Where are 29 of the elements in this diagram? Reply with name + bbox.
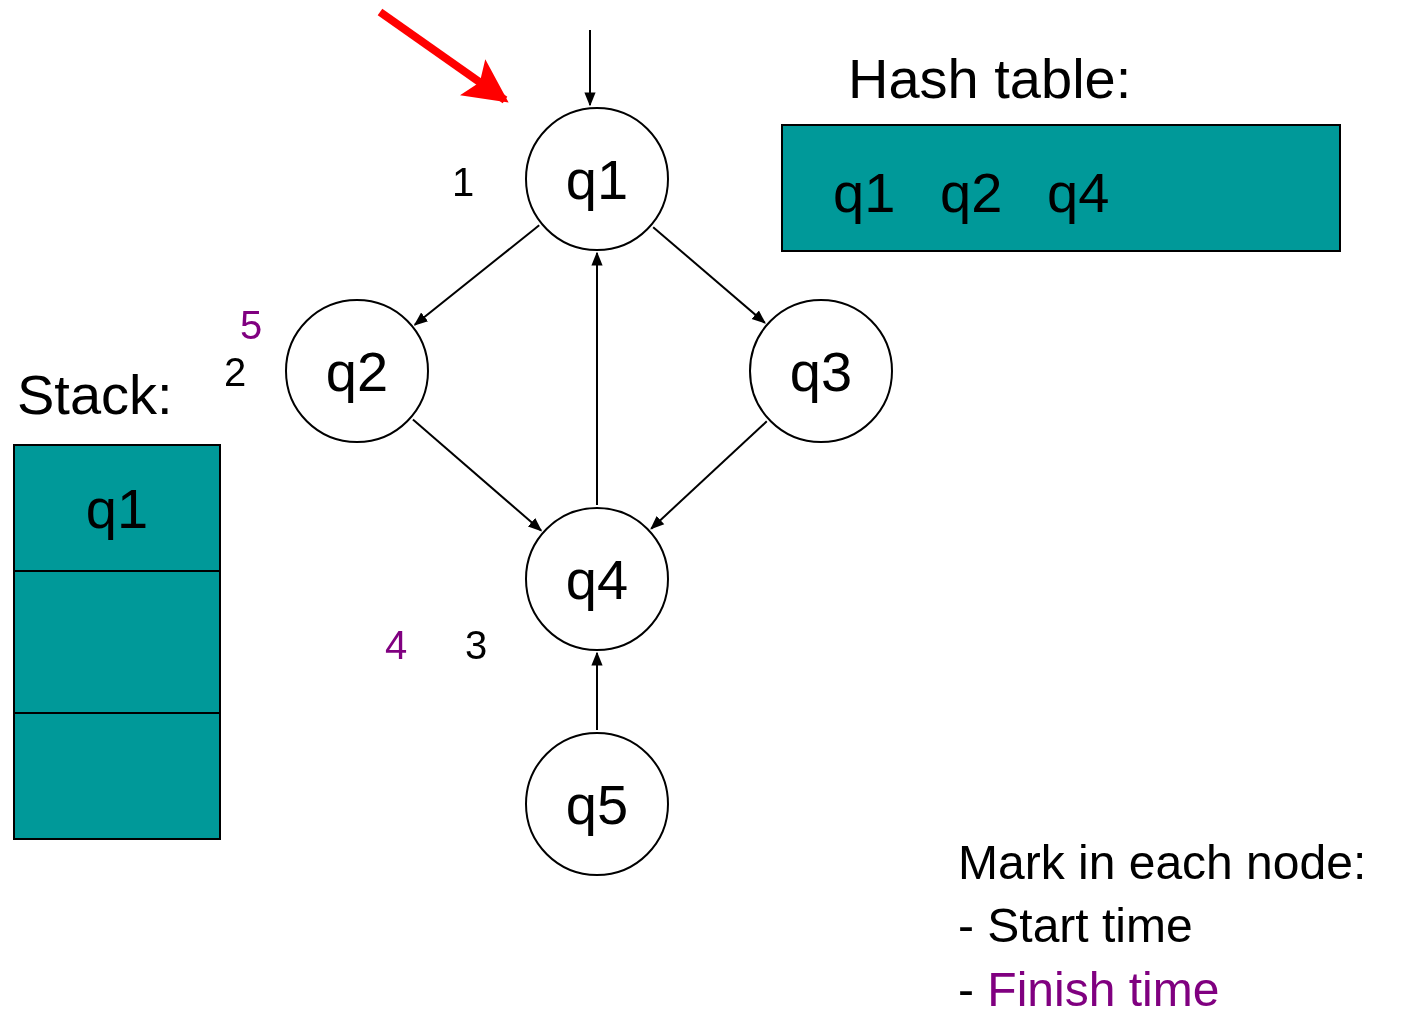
arrow — [591, 651, 603, 731]
table-entry: q1 — [833, 160, 896, 225]
state-circle: q1 — [525, 107, 669, 251]
table-title: Hash table: — [848, 46, 1132, 111]
arrow — [377, 8, 509, 104]
start-time-number: 3 — [465, 625, 488, 665]
note-text: Mark in each node: — [958, 835, 1367, 890]
table-entry: q4 — [1047, 160, 1110, 225]
start-time-number: 2 — [224, 352, 247, 392]
arrow — [650, 420, 768, 530]
finish-time-number: 5 — [240, 305, 263, 345]
note-text: - Finish time — [958, 962, 1220, 1012]
stack-title: Stack: — [17, 362, 173, 427]
table-entry: q2 — [940, 160, 1003, 225]
finish-time-number: 4 — [385, 625, 408, 665]
arrow — [652, 226, 766, 324]
stack-cell: q1 — [13, 444, 221, 572]
state-circle: q4 — [525, 507, 669, 651]
arrow — [413, 224, 541, 326]
state-circle: q3 — [749, 299, 893, 443]
state-circle: q2 — [285, 299, 429, 443]
arrow — [591, 251, 603, 506]
note-text: - Start time — [958, 898, 1193, 953]
stack-cell — [13, 712, 221, 840]
state-circle: q5 — [525, 732, 669, 876]
arrow — [584, 29, 596, 107]
stack-cell — [13, 570, 221, 714]
start-time-number: 1 — [452, 162, 475, 202]
arrow — [411, 418, 543, 532]
